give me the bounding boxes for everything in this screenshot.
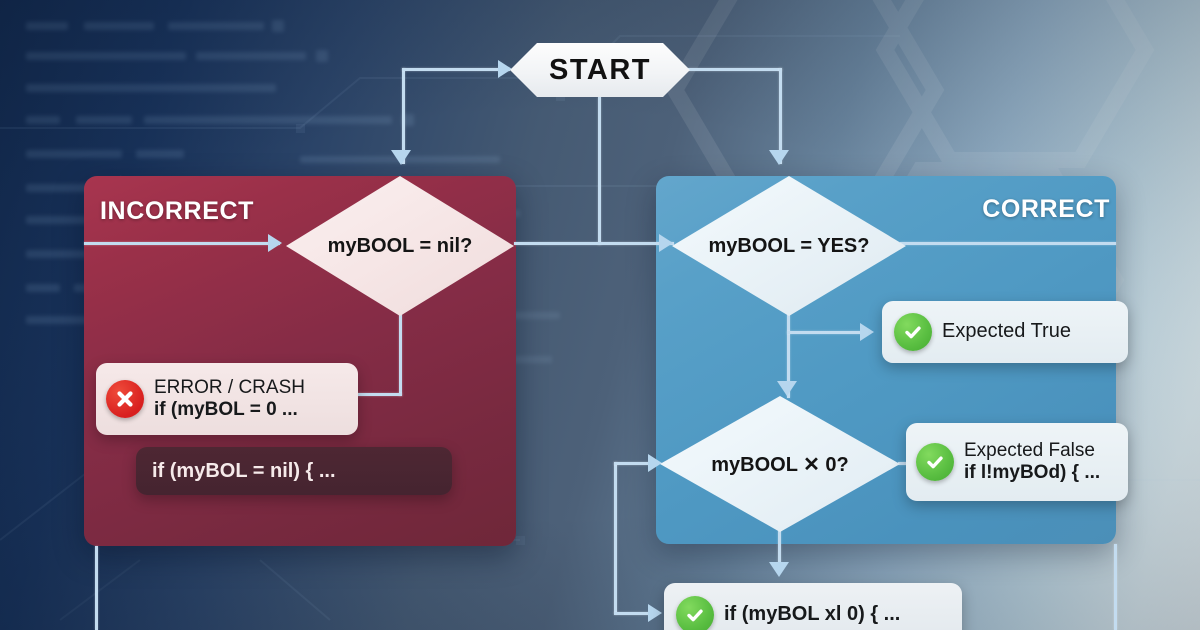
arrow-into-yes-diamond [659, 234, 673, 252]
wire-nil-down [399, 314, 402, 396]
incorrect-code-text: if (myBOL = nil) { ... [152, 459, 336, 482]
panel-incorrect-title: INCORRECT [100, 197, 255, 225]
node-start[interactable]: START [510, 43, 690, 97]
arrow-into-nil [268, 234, 282, 252]
start-label: START [548, 53, 651, 86]
wire-start-right [688, 68, 782, 71]
card-expected-true[interactable]: Expected True [882, 301, 1128, 363]
expected-true-line-1: Expected True [942, 320, 1071, 343]
decision-mybool-yes[interactable]: myBOOL = YES? [672, 176, 906, 316]
wire-yes-down [787, 314, 790, 398]
arrow-into-bottom-card [648, 604, 662, 622]
panel-correct-title: CORRECT [982, 195, 1110, 223]
error-line-1: ERROR / CRASH [154, 376, 305, 398]
decision-mybool-nil[interactable]: myBOOL = nil? [286, 176, 514, 316]
card-bottom-text: if (myBOL xl 0) { ... [724, 603, 900, 627]
error-x-icon [106, 380, 144, 418]
check-circle-icon [916, 443, 954, 481]
arrow-zero-to-bottom [769, 562, 789, 577]
error-line-2: if (myBOL = 0 ... [154, 399, 298, 420]
arrow-into-expected-true [860, 323, 874, 341]
wire-lower-bus [614, 462, 617, 614]
arrow-into-nil-diamond [391, 150, 411, 165]
card-expected-true-text: Expected True [942, 320, 1071, 344]
check-circle-icon [676, 596, 714, 630]
card-bottom-code[interactable]: if (myBOL xl 0) { ... [664, 583, 962, 630]
arrow-drop-to-correct [769, 150, 789, 165]
card-error-text: ERROR / CRASH if (myBOL = 0 ... [154, 377, 305, 422]
wire-correct-divider [900, 242, 1116, 245]
bottom-card-line-1: if (myBOL xl 0) { ... [724, 603, 901, 626]
wire-mid-bus [514, 242, 674, 245]
expected-false-line-1: Expected False [964, 439, 1095, 461]
wire-yes-to-true [787, 331, 865, 334]
wire-to-start [402, 68, 510, 71]
card-error-crash[interactable]: ERROR / CRASH if (myBOL = 0 ... [96, 363, 358, 435]
arrow-into-zero-diamond [777, 381, 797, 396]
card-expected-false-text: Expected False if l!myBOd) { ... [964, 440, 1100, 485]
arrow-into-zero [648, 454, 662, 472]
check-circle-icon [894, 313, 932, 351]
card-incorrect-code[interactable]: if (myBOL = nil) { ... [136, 447, 452, 495]
wire-correct-tail [1114, 544, 1117, 630]
wire-left-riser [402, 68, 405, 164]
decision-yes-label: myBOOL = YES? [708, 234, 870, 257]
wire-zero-down [778, 530, 781, 568]
wire-right-drop [779, 68, 782, 164]
wire-into-nil [84, 242, 280, 245]
decision-zero-label: myBOOL ✕ 0? [711, 453, 849, 476]
wire-incorrect-tail [95, 546, 98, 630]
expected-false-line-2: if l!myBOd) { ... [964, 462, 1101, 483]
arrow-into-start [498, 60, 512, 78]
wire-bus-to-bottom [614, 612, 656, 615]
card-expected-false[interactable]: Expected False if l!myBOd) { ... [906, 423, 1128, 501]
wire-nil-to-error [336, 393, 402, 396]
wire-start-down [598, 97, 601, 245]
decision-mybool-zero[interactable]: myBOOL ✕ 0? [660, 396, 900, 532]
wire-bus-to-zero [614, 462, 656, 465]
decision-nil-label: myBOOL = nil? [327, 234, 473, 257]
